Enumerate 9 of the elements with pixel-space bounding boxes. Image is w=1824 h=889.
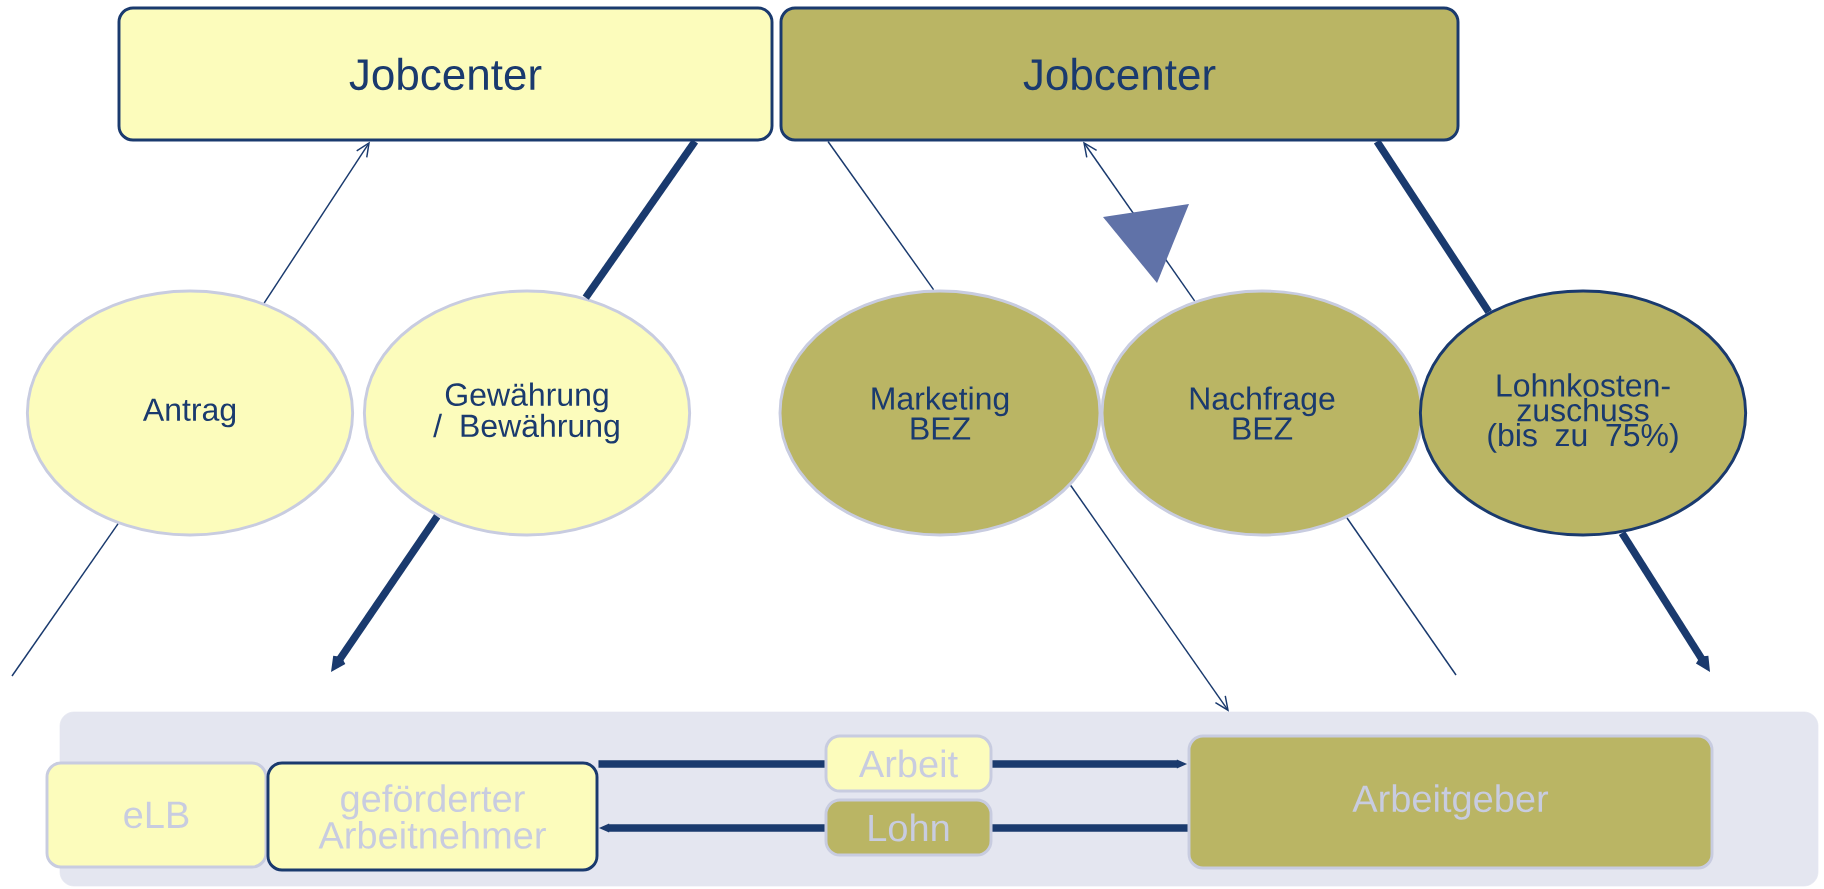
title-box: Jobcenter	[117, 6, 774, 142]
arrow	[1083, 141, 1196, 302]
title-box: Jobcenter	[779, 6, 1460, 142]
arrow	[331, 514, 441, 672]
arrow	[1070, 484, 1229, 712]
arrow	[1618, 530, 1711, 673]
box: Lohn	[824, 798, 993, 857]
box: Arbeitgeber	[1187, 734, 1714, 870]
arrow	[263, 141, 370, 304]
